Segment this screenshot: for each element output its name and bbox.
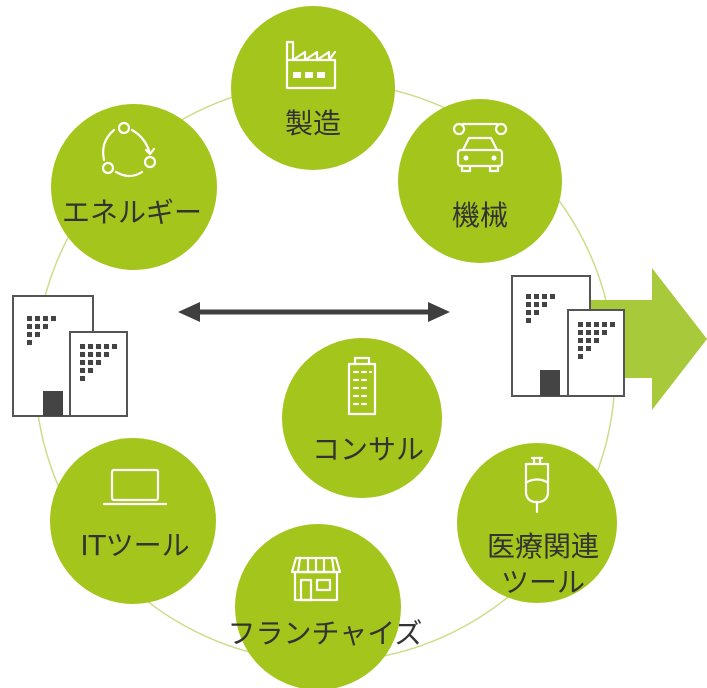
node-it-tools: ITツール (50, 438, 216, 604)
node-machinery: 機械 (398, 99, 562, 263)
laptop-icon (102, 468, 168, 506)
node-label: 医療関連 (487, 530, 599, 563)
node-label: コンサル (312, 433, 424, 466)
node-circle (457, 443, 617, 603)
node-consulting: コンサル (282, 338, 442, 498)
node-circle (282, 338, 442, 498)
node-manufacturing: 製造 (231, 6, 395, 170)
storefront-icon (290, 556, 342, 602)
node-label-line2: ツール (501, 566, 585, 599)
node-label: フランチャイズ (228, 617, 423, 650)
node-circle (51, 104, 217, 270)
right-office-buildings-icon (511, 275, 625, 397)
node-circle (50, 438, 216, 604)
iv-bag-icon (524, 456, 550, 514)
office-tower-icon (347, 356, 377, 416)
car-wrench-icon (452, 122, 508, 173)
double-headed-arrow (178, 302, 450, 322)
node-franchise: フランチャイズ (228, 524, 423, 688)
node-energy: エネルギー (51, 104, 217, 270)
node-label: エネルギー (62, 196, 202, 229)
node-circle (398, 99, 562, 263)
recycle-cycle-icon (101, 121, 157, 178)
node-label: 製造 (285, 107, 341, 140)
node-label: 機械 (452, 199, 508, 232)
node-label: ITツール (80, 529, 189, 562)
node-medical: 医療関連 ツール (457, 443, 617, 603)
left-office-buildings-icon (12, 295, 128, 417)
node-circle (235, 524, 401, 688)
factory-icon (285, 40, 337, 90)
